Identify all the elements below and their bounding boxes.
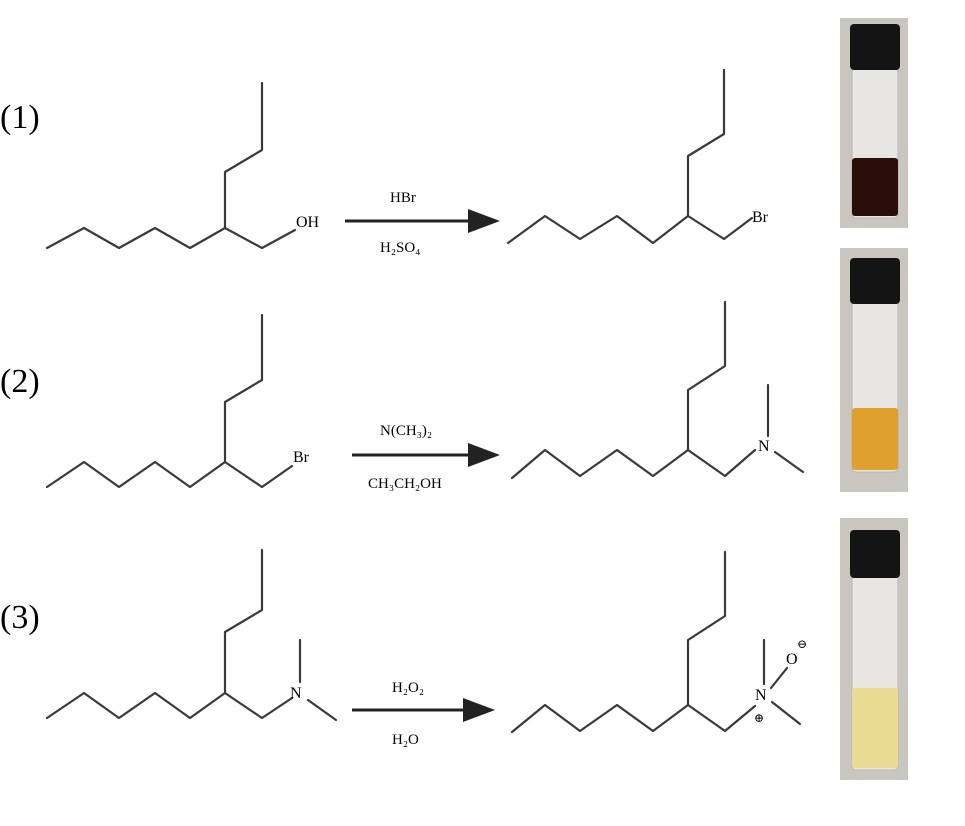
step-1-label: (1) [0,99,40,136]
step-2-product-chain [510,448,757,480]
step-1: (1) Br OH HBr H₂SO₄ Br [0,18,908,256]
step-3: (3) N H₂O₂ H₂O N O ⊕ ⊖ [0,518,908,780]
step-1-reagent-top: HBr [390,190,416,206]
step-3-arrow [352,698,495,722]
step-3-reactant-branch [223,548,264,695]
step-3-reagent-bottom: H₂O [392,732,419,748]
step-3-vial-photo [840,518,908,780]
step-3-negative-charge: ⊖ [797,637,807,651]
step-1-vial-photo [840,18,908,228]
step-2-vial-photo [840,248,908,492]
step-3-vial-liquid [852,688,898,768]
step-3-reactant-chain [45,691,294,720]
step-3-label: (3) [0,599,40,636]
step-1-arrow [345,209,500,233]
step-2-reactant-chain [45,460,294,489]
step-3-reagent-top: H₂O₂ [392,680,424,696]
step-2-reagent-top: N(CH₃)₂ [380,423,432,439]
step-2-arrow [352,443,500,467]
step-2-vial-liquid [852,408,898,470]
step-1-reactant-oh: OH [296,214,320,231]
step-2-methyl-right [773,450,805,474]
step-1-product-group: Br [752,209,769,226]
step-2-label: (2) [0,363,40,400]
step-2-product-branch [686,300,727,452]
step-2-product-group: N [758,438,770,455]
step-1-reactant-branch [223,81,264,230]
step-2-reactant-group: Br [293,449,310,466]
step-3-reactant-group: N [290,685,302,702]
step-3-positive-charge: ⊕ [754,711,764,725]
step-1-vial-liquid [852,158,898,216]
step-2-reagent-bottom: CH₃CH₂OH [368,476,442,492]
step-3-product-oxide: O [786,651,798,668]
step-1-product-branch [686,68,726,218]
step-3-reactant-methyl-right [306,698,338,722]
step-3-n-o-bond [769,666,789,690]
step-1-reagent-bottom: H₂SO₄ [380,240,420,256]
step-1-product-chain [506,214,754,245]
step-1-reactant-chain [45,226,297,250]
step-2-reactant-branch [223,313,264,464]
step-3-product-chain [510,703,757,734]
step-3-product-group: N [755,687,767,704]
step-3-product-branch [686,550,727,707]
step-3-product-methyl-right [770,700,802,726]
step-2: (2) Br N(CH₃)₂ CH₃CH₂OH N [0,248,908,492]
